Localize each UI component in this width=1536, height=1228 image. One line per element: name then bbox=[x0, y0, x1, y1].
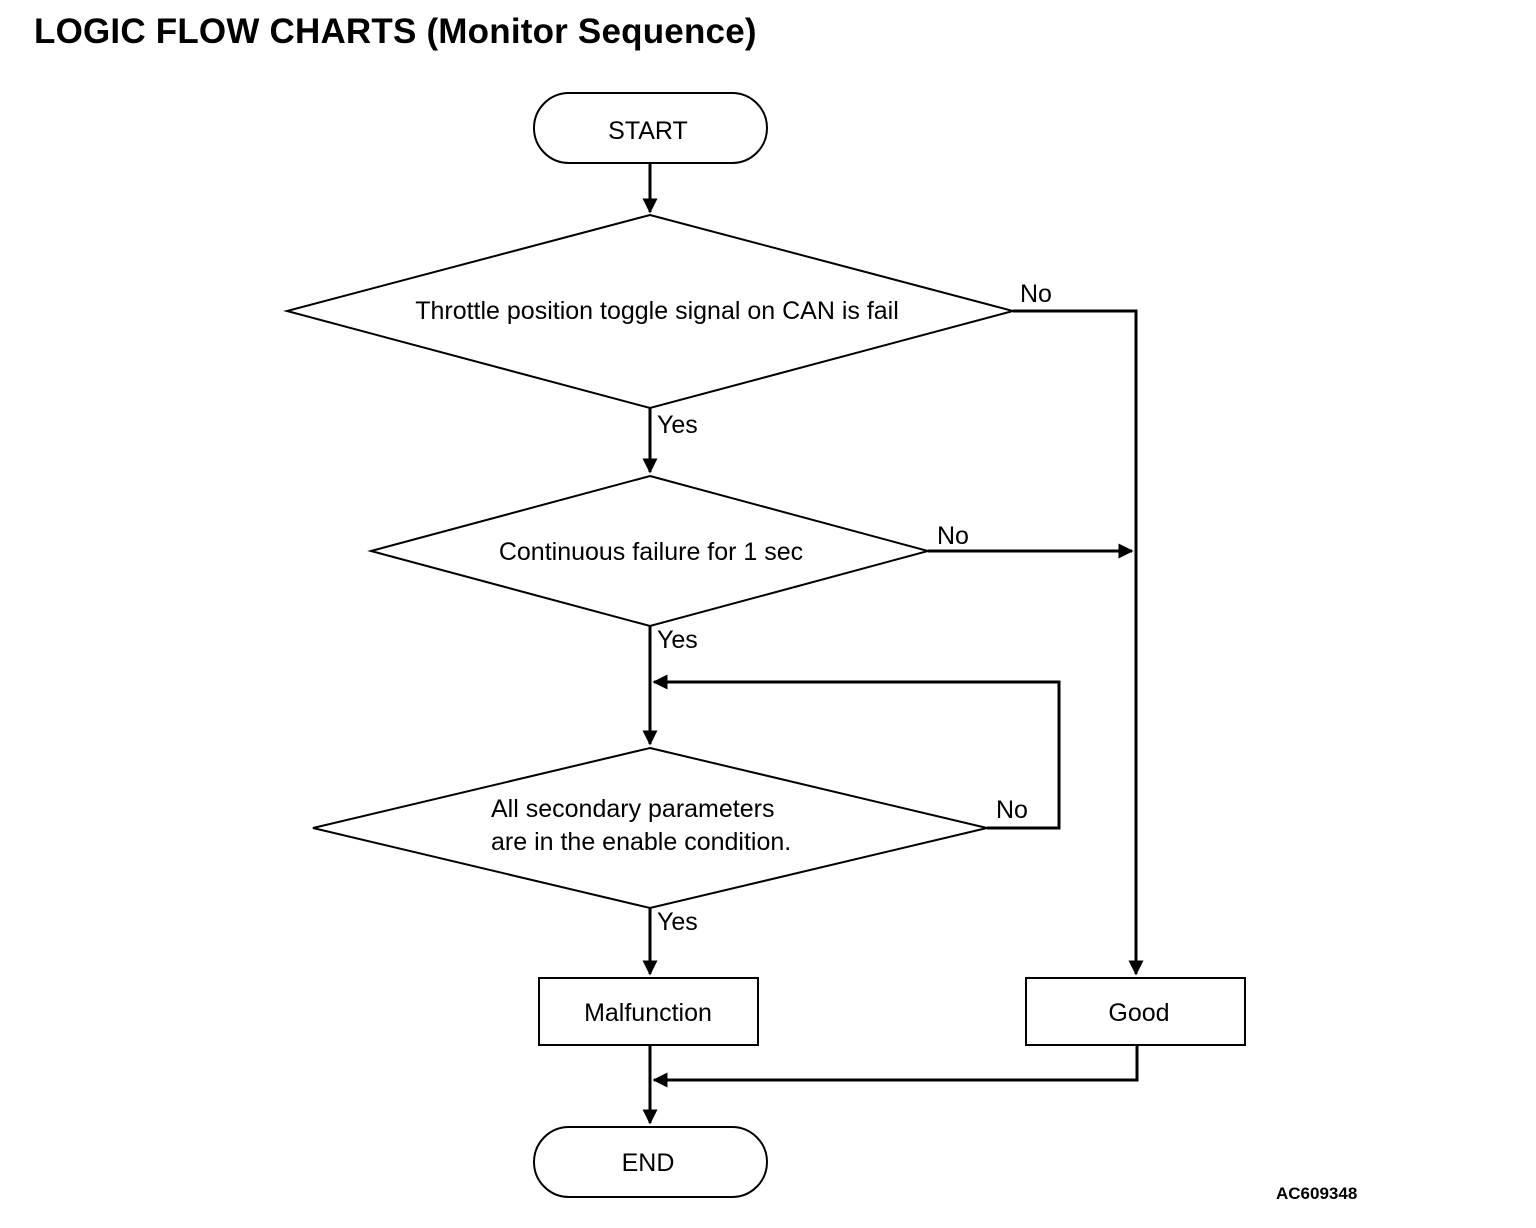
good-box bbox=[1025, 977, 1246, 1046]
figure-id: AC609348 bbox=[1276, 1184, 1358, 1203]
malfunction-label: Malfunction bbox=[584, 999, 712, 1027]
decision-continuous-failure-label: Continuous failure for 1 sec bbox=[499, 538, 803, 566]
edge-label-d2-yes: Yes bbox=[657, 626, 698, 654]
edge-decision-3-no-loop bbox=[652, 674, 1061, 830]
edge-label-d2-no: No bbox=[937, 522, 969, 550]
edge-good-to-end bbox=[652, 1045, 1139, 1088]
decision-secondary-parameters-label-line2: are in the enable condition. bbox=[491, 828, 791, 856]
good-label: Good bbox=[1108, 999, 1169, 1027]
edge-label-d3-no: No bbox=[996, 796, 1028, 824]
start-label: START bbox=[608, 117, 688, 145]
edge-label-d3-yes: Yes bbox=[657, 908, 698, 936]
edge-label-d1-no: No bbox=[1020, 280, 1052, 308]
page-title: LOGIC FLOW CHARTS (Monitor Sequence) bbox=[34, 12, 757, 51]
decision-throttle-signal-label: Throttle position toggle signal on CAN i… bbox=[415, 297, 899, 325]
decision-secondary-parameters-label-line1: All secondary parameters bbox=[491, 795, 774, 823]
edge-label-d1-yes: Yes bbox=[657, 411, 698, 439]
malfunction-box bbox=[538, 977, 759, 1046]
end-label: END bbox=[622, 1149, 675, 1177]
end-terminator bbox=[533, 1126, 768, 1198]
edge-decision-1-no bbox=[1013, 309, 1144, 976]
